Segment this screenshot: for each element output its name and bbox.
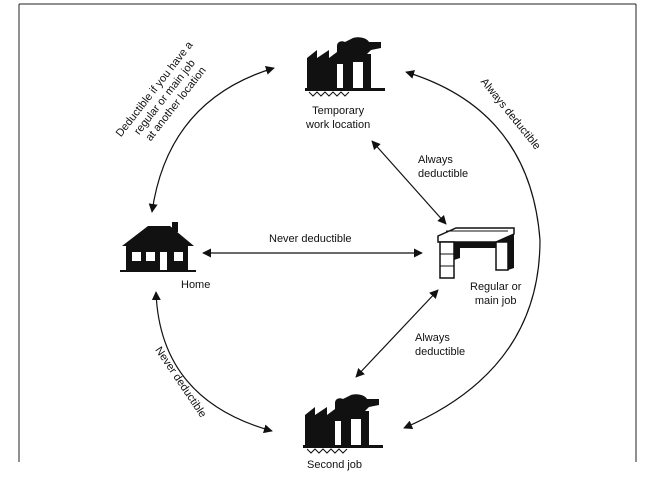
edge-home-temporary	[148, 66, 275, 213]
edge-regular-temporary-outer	[403, 70, 541, 429]
node-label-regular: Regular or main job	[470, 281, 522, 307]
node-label-home: Home	[181, 279, 211, 291]
edge-home-second	[151, 291, 273, 434]
edge-label-home-temporary: Deductible if you have a regular or main…	[114, 37, 218, 155]
node-label-second: Second job	[307, 459, 363, 471]
edge-label-temporary-regular: Always deductible	[418, 154, 469, 180]
edge-label-regular-temporary-outer: Always deductible	[478, 76, 543, 152]
edge-label-regular-second: Always deductible	[415, 332, 466, 358]
edge-label-home-second: Never deductible	[152, 345, 208, 420]
desk-icon	[437, 227, 515, 279]
edge-regular-second	[355, 289, 439, 378]
temporary-factory-icon	[305, 37, 385, 97]
edge-temporary-regular	[371, 140, 447, 225]
node-label-temporary: Temporary work location	[306, 105, 371, 131]
edge-label-home-regular: Never deductible	[269, 233, 352, 245]
second-job-factory-icon	[303, 394, 383, 454]
house-icon	[120, 222, 196, 272]
